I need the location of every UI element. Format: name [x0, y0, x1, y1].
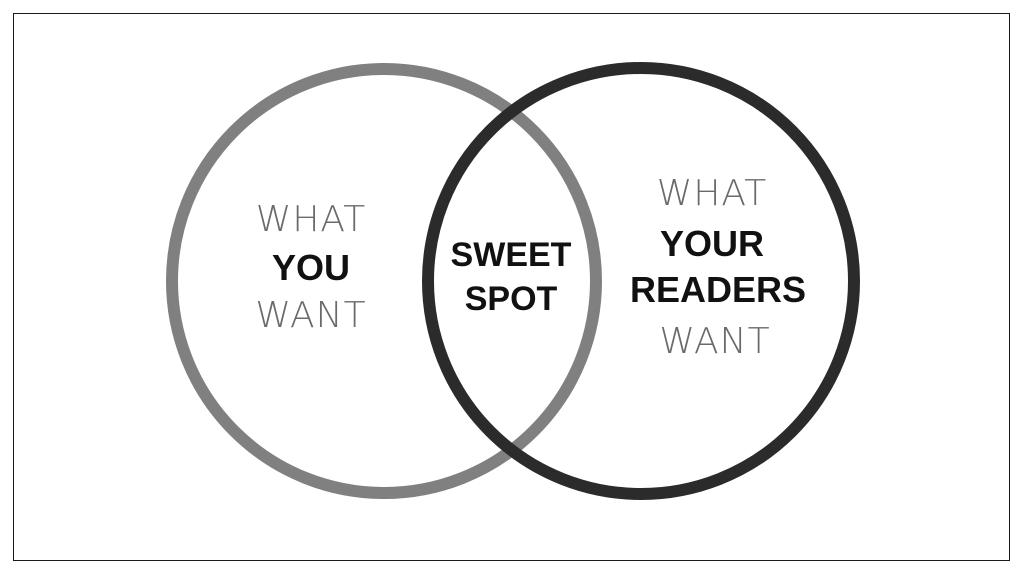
right-label-what: WHAT — [656, 173, 768, 214]
circle-what-your-readers-want — [422, 62, 860, 500]
right-label-readers: READERS — [629, 269, 807, 310]
left-label-you: YOU — [271, 247, 351, 288]
left-label-want: WANT — [255, 295, 367, 336]
circle-what-you-want — [166, 63, 602, 499]
overlap-label-spot: SPOT — [464, 280, 558, 318]
right-label-your: YOUR — [659, 223, 765, 264]
overlap-label-sweet: SWEET — [450, 236, 572, 274]
left-label-what: WHAT — [255, 199, 367, 240]
right-label-want: WANT — [659, 321, 771, 362]
